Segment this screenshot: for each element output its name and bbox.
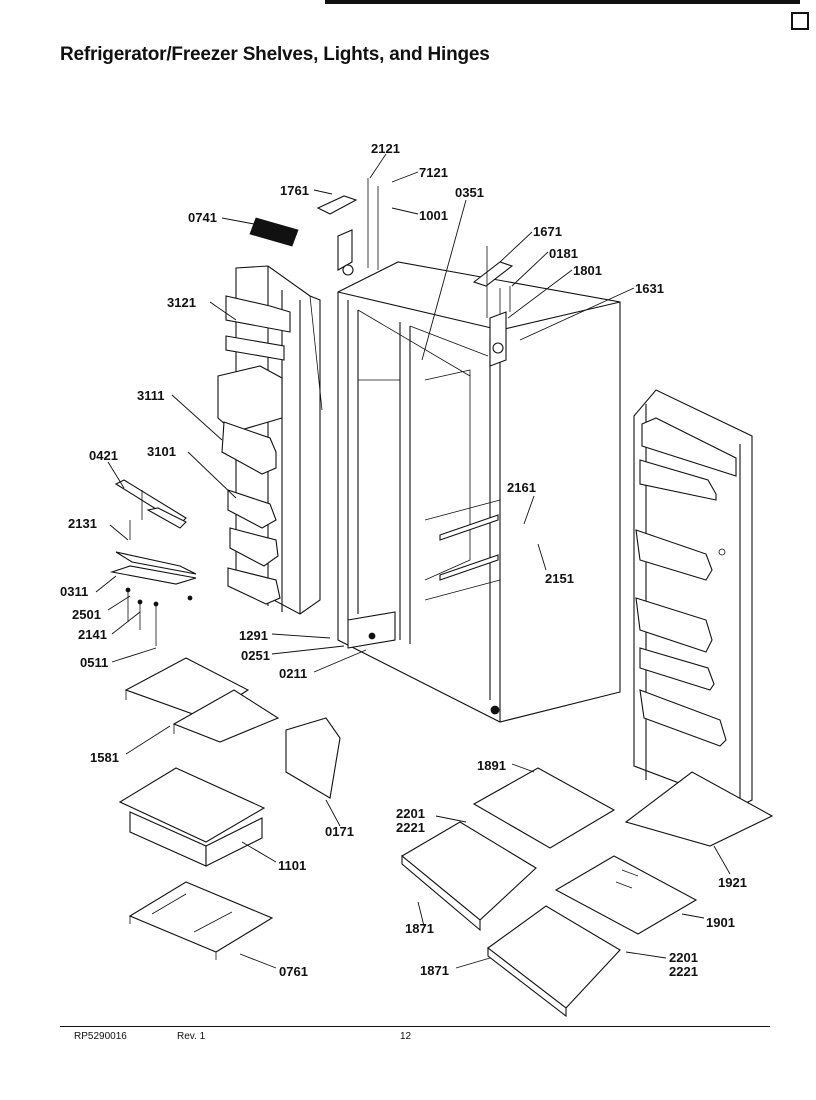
page-number: 12 bbox=[400, 1031, 412, 1042]
freezer-door bbox=[217, 265, 323, 615]
callout-0421: 0421 bbox=[89, 448, 118, 463]
callout-1761: 1761 bbox=[280, 183, 309, 198]
callout-1871-b: 1871 bbox=[420, 963, 449, 978]
callout-2151: 2151 bbox=[545, 571, 574, 586]
refrigerator-shelves bbox=[401, 767, 774, 1018]
callout-1921: 1921 bbox=[718, 875, 747, 890]
part-number: RP5290016 bbox=[74, 1031, 127, 1042]
top-hinges bbox=[249, 178, 514, 367]
callout-leaders bbox=[95, 153, 731, 969]
bottom-cover bbox=[285, 717, 341, 799]
callout-0251: 0251 bbox=[241, 648, 270, 663]
callout-0311: 0311 bbox=[60, 584, 88, 599]
callout-1871-a: 1871 bbox=[405, 921, 434, 936]
revision-label: Rev. 1 bbox=[177, 1031, 206, 1042]
callout-0351: 0351 bbox=[455, 185, 484, 200]
cabinet-body bbox=[337, 261, 621, 723]
page-title: Refrigerator/Freezer Shelves, Lights, an… bbox=[60, 44, 490, 65]
callout-1581: 1581 bbox=[90, 750, 119, 765]
callout-2161: 2161 bbox=[507, 480, 536, 495]
callout-3121: 3121 bbox=[167, 295, 196, 310]
callout-1631: 1631 bbox=[635, 281, 664, 296]
light-assembly bbox=[109, 479, 197, 646]
callout-2121: 2121 bbox=[371, 141, 400, 156]
callout-1291: 1291 bbox=[239, 628, 268, 643]
freezer-shelves bbox=[118, 657, 280, 960]
callout-2501: 2501 bbox=[72, 607, 101, 622]
callout-labels: 2121 7121 1761 0351 0741 1001 1671 0181 … bbox=[60, 141, 747, 979]
callout-2131: 2131 bbox=[68, 516, 97, 531]
callout-7121: 7121 bbox=[419, 165, 448, 180]
callout-1001: 1001 bbox=[419, 208, 448, 223]
callout-3101: 3101 bbox=[147, 444, 176, 459]
callout-0741: 0741 bbox=[188, 210, 217, 225]
callout-2221-a: 2221 bbox=[396, 820, 425, 835]
callout-0211: 0211 bbox=[279, 666, 307, 681]
callout-0761: 0761 bbox=[279, 964, 308, 979]
footer-rule bbox=[60, 1026, 770, 1027]
callout-2201-a: 2201 bbox=[396, 806, 425, 821]
callout-1101: 1101 bbox=[278, 858, 306, 873]
corner-box-mark bbox=[791, 12, 809, 30]
callout-0171: 0171 bbox=[325, 824, 354, 839]
callout-2201-b: 2201 bbox=[669, 950, 698, 965]
callout-2141: 2141 bbox=[78, 627, 107, 642]
callout-0511: 0511 bbox=[80, 655, 108, 670]
callout-2221-b: 2221 bbox=[669, 964, 698, 979]
header-rule bbox=[325, 0, 800, 4]
callout-1891: 1891 bbox=[477, 758, 506, 773]
callout-0181: 0181 bbox=[549, 246, 578, 261]
callout-1801: 1801 bbox=[573, 263, 602, 278]
callout-3111: 3111 bbox=[137, 388, 165, 403]
refrigerator-door bbox=[633, 389, 753, 807]
callout-1671: 1671 bbox=[533, 224, 562, 239]
callout-1901: 1901 bbox=[706, 915, 735, 930]
